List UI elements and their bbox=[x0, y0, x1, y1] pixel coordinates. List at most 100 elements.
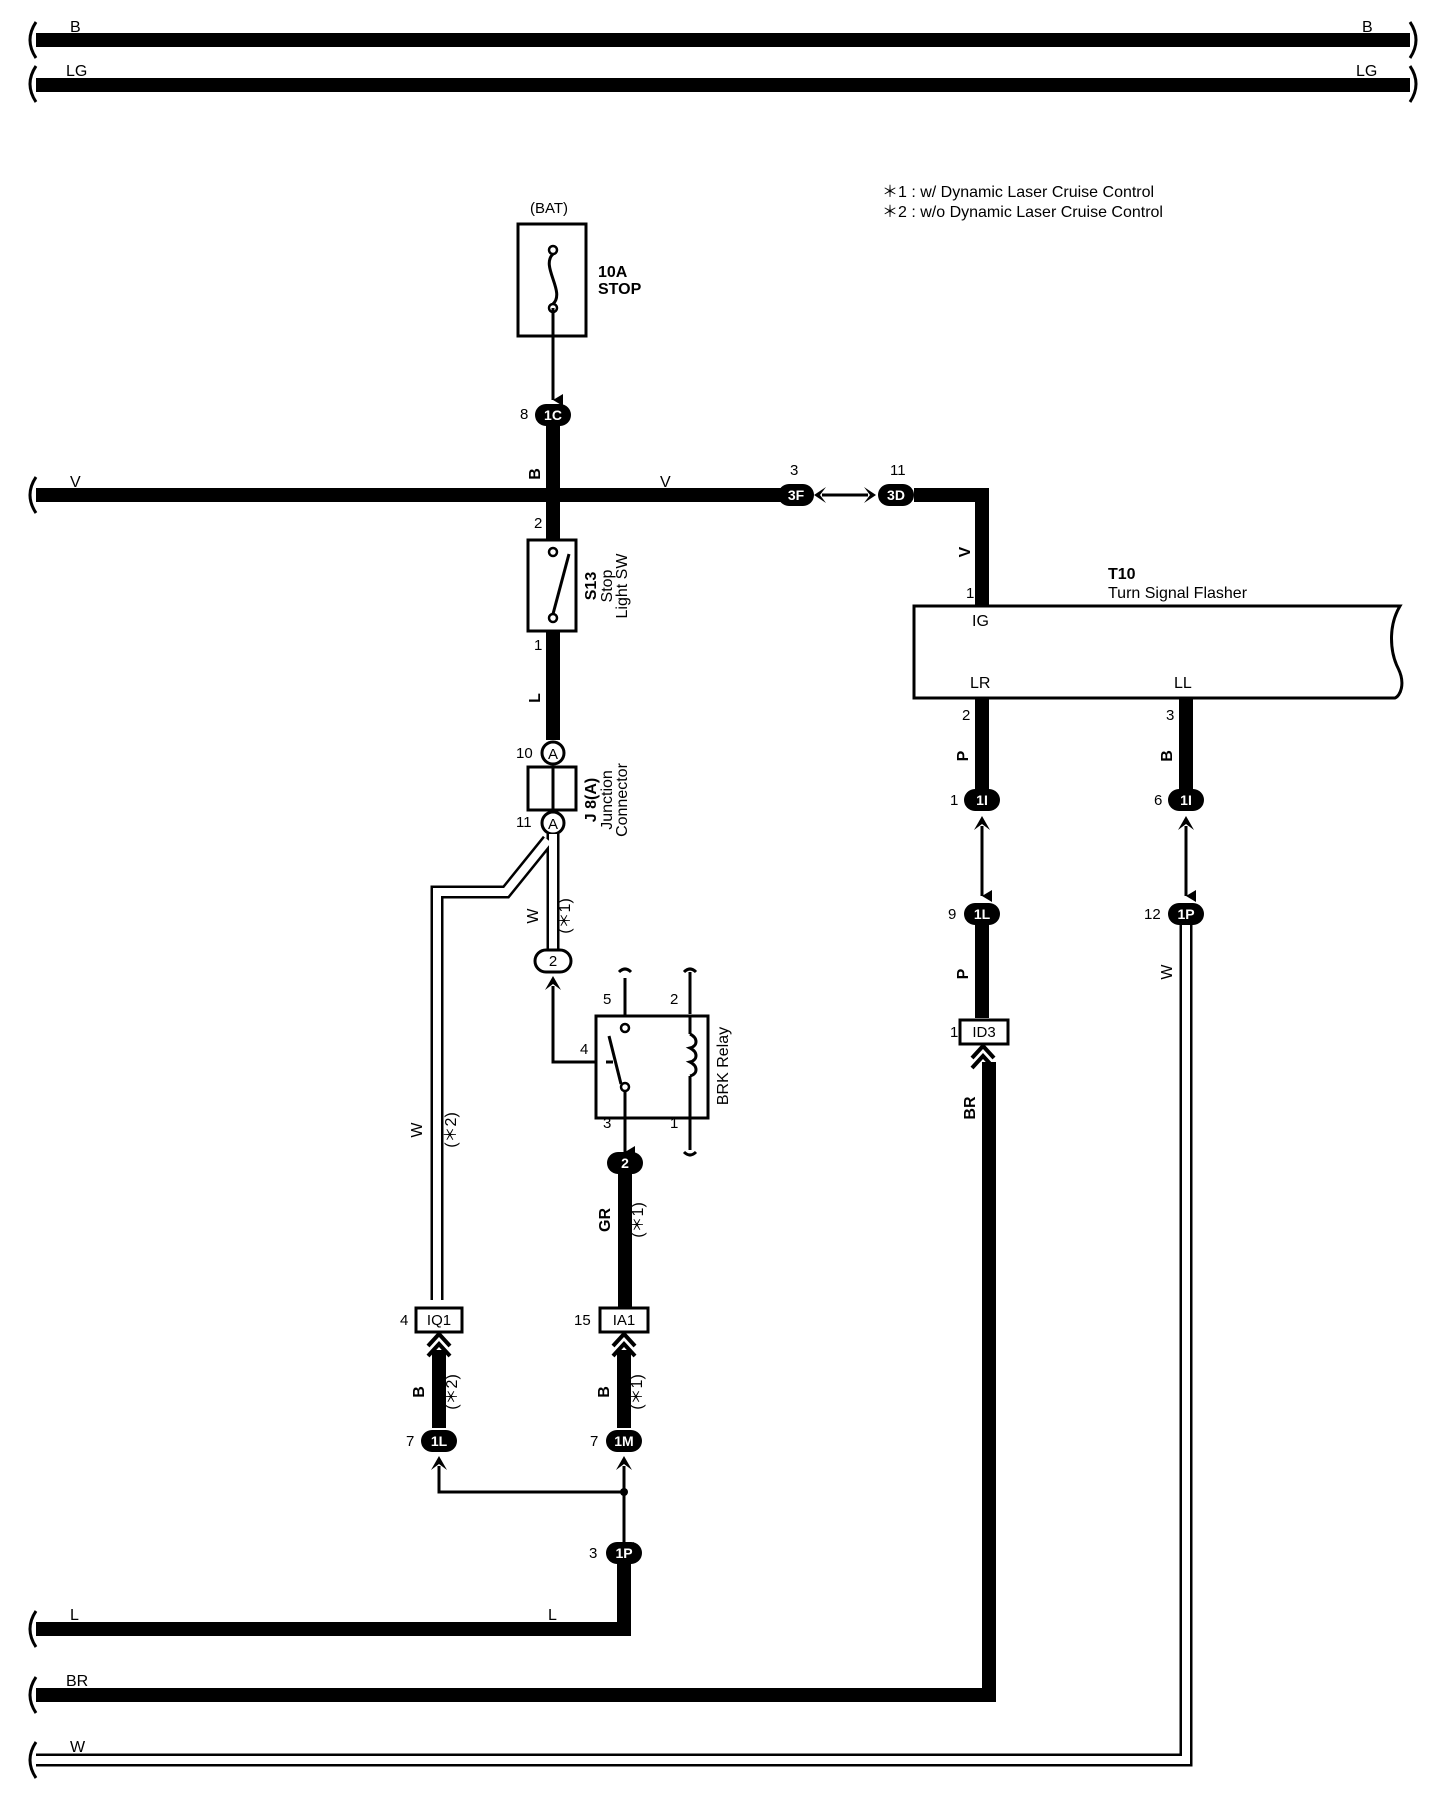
fuse-element-icon bbox=[547, 252, 559, 306]
connector-id3: 1 ID3 bbox=[950, 1018, 1010, 1046]
connector-ia1-pin: 15 bbox=[574, 1312, 591, 1329]
flasher-term-ll: LL bbox=[1174, 675, 1192, 692]
bus-v-left-label: V bbox=[70, 474, 81, 491]
j8-name1: Junction bbox=[599, 770, 616, 830]
bus-w-left-label: W bbox=[70, 1739, 86, 1756]
flasher-pin-ig: 1 bbox=[966, 585, 974, 602]
connector-1m-label: 1M bbox=[614, 1433, 633, 1449]
wire-label-star2-iq1: (＊2) bbox=[444, 1374, 461, 1410]
bus-l-bottom: L L bbox=[28, 1607, 631, 1648]
stop-sw-pin-bottom: 1 bbox=[534, 637, 542, 654]
flasher-pin-lr: 2 bbox=[962, 707, 970, 724]
connector-iq1-label: IQ1 bbox=[427, 1312, 451, 1329]
stop-sw-pin-top: 2 bbox=[534, 515, 542, 532]
j8-letter-top: A bbox=[548, 746, 558, 763]
connector-1i-b-label: 1I bbox=[1180, 792, 1192, 808]
note-2: ＊2 : w/o Dynamic Laser Cruise Control bbox=[882, 204, 1163, 221]
connector-1l-b-pin: 7 bbox=[406, 1433, 414, 1450]
fuse-stop: (BAT) 10A STOP bbox=[516, 200, 642, 338]
connector-1m-pin: 7 bbox=[590, 1433, 598, 1450]
connector-3f: 3 3F bbox=[778, 462, 814, 506]
connector-1p-a: 12 1P bbox=[1144, 903, 1204, 925]
connector-3d-pin: 11 bbox=[890, 462, 906, 479]
wire-label-w-left: W bbox=[409, 1122, 426, 1138]
connector-1l-a: 9 1L bbox=[948, 903, 1000, 925]
stop-sw-name1: Stop bbox=[599, 569, 616, 602]
stop-sw-code: S13 bbox=[583, 572, 600, 601]
connector-3d: 11 3D bbox=[878, 462, 914, 506]
bus-b-top: B B bbox=[28, 19, 1418, 59]
flasher-term-lr: LR bbox=[970, 675, 990, 692]
flasher-code: T10 bbox=[1108, 566, 1136, 583]
wire-label-gr-relay: GR bbox=[597, 1208, 614, 1232]
wire-label-b-ll: B bbox=[1159, 750, 1176, 762]
bus-l-left-label: L bbox=[70, 1607, 79, 1624]
j8-pin-top: 10 bbox=[516, 745, 533, 762]
relay-pin-3: 3 bbox=[603, 1115, 611, 1132]
connector-2-bottom-label: 2 bbox=[621, 1155, 629, 1171]
bus-b-left-label: B bbox=[70, 19, 81, 36]
j8-letter-bottom: A bbox=[548, 816, 558, 833]
connector-1i-a: 1 1I bbox=[950, 789, 1000, 811]
flasher-name: Turn Signal Flasher bbox=[1108, 585, 1248, 602]
wire-label-v-flasher: V bbox=[957, 546, 974, 557]
fuse-rating: 10A bbox=[598, 264, 628, 281]
j8-code: J 8(A) bbox=[583, 778, 600, 822]
connector-1p-a-label: 1P bbox=[1177, 906, 1194, 922]
bus-b-right-label: B bbox=[1362, 19, 1373, 36]
bus-v-mid-label: V bbox=[660, 474, 671, 491]
connector-1m: 7 1M bbox=[590, 1430, 642, 1452]
wire-label-b-fuse: B bbox=[527, 468, 544, 480]
connector-1i-a-pin: 1 bbox=[950, 792, 958, 809]
connector-3f-label: 3F bbox=[788, 487, 805, 503]
connector-1c-label: 1C bbox=[544, 407, 562, 423]
bus-l-mid-label: L bbox=[548, 1607, 557, 1624]
wire-label-star1-ia1: (＊1) bbox=[629, 1374, 646, 1410]
fuse-name: STOP bbox=[598, 281, 642, 298]
relay-pin-1: 1 bbox=[670, 1115, 678, 1132]
connector-1l-b-label: 1L bbox=[431, 1433, 448, 1449]
relay-coil-icon bbox=[685, 1032, 698, 1078]
connector-id3-pin: 1 bbox=[950, 1024, 958, 1041]
wire-label-star2-left: (＊2) bbox=[443, 1112, 460, 1148]
connector-1p-b: 3 1P bbox=[589, 1542, 642, 1564]
connector-iq1: 4 IQ1 bbox=[400, 1306, 464, 1334]
connector-1l-a-pin: 9 bbox=[948, 906, 956, 923]
flasher-pin-ll: 3 bbox=[1166, 707, 1174, 724]
bus-br-left-label: BR bbox=[66, 1673, 88, 1690]
wire-label-br-id3: BR bbox=[962, 1096, 979, 1120]
bus-lg-left-label: LG bbox=[66, 63, 87, 80]
connector-2-bottom: 2 bbox=[607, 1152, 643, 1174]
junction-connector-j8: 10 A 11 A J 8(A) Junction Connector bbox=[516, 740, 631, 837]
connector-3d-label: 3D bbox=[887, 487, 905, 503]
connector-ia1-label: IA1 bbox=[613, 1312, 636, 1329]
wire-label-b-iq1: B bbox=[411, 1386, 428, 1398]
wire-label-p-lr: P bbox=[955, 750, 972, 761]
wire-label-p-1l: P bbox=[955, 968, 972, 979]
bus-lg-top: LG LG bbox=[28, 63, 1418, 103]
wire-label-star1-relay: (＊1) bbox=[630, 1202, 647, 1238]
bus-lg-right-label: LG bbox=[1356, 63, 1377, 80]
wire-label-w-1p: W bbox=[1159, 964, 1176, 980]
connector-1c-pin: 8 bbox=[520, 406, 528, 423]
connector-1p-b-label: 1P bbox=[615, 1545, 632, 1561]
relay-pin-5: 5 bbox=[603, 991, 611, 1008]
connector-ia1: 15 IA1 bbox=[574, 1306, 650, 1334]
bus-w-bottom: W bbox=[28, 1739, 86, 1779]
connector-1p-b-pin: 3 bbox=[589, 1545, 597, 1562]
wire-label-w-j8: W bbox=[525, 908, 542, 924]
bus-br-bottom: BR bbox=[28, 1673, 88, 1714]
relay-pin-4: 4 bbox=[580, 1041, 588, 1058]
connector-iq1-pin: 4 bbox=[400, 1312, 408, 1329]
connector-1i-b: 6 1I bbox=[1154, 789, 1204, 811]
connector-1i-b-pin: 6 bbox=[1154, 792, 1162, 809]
relay-pin-2: 2 bbox=[670, 991, 678, 1008]
bus-v: V V bbox=[28, 474, 788, 514]
switch-contact-icon bbox=[551, 553, 571, 615]
j8-pin-bottom: 11 bbox=[516, 814, 532, 831]
connector-1c: 8 1C bbox=[520, 404, 571, 426]
connector-2-top-label: 2 bbox=[549, 953, 557, 970]
wire-label-star1-j8: (＊1) bbox=[557, 898, 574, 934]
connector-1p-a-pin: 12 bbox=[1144, 906, 1161, 923]
